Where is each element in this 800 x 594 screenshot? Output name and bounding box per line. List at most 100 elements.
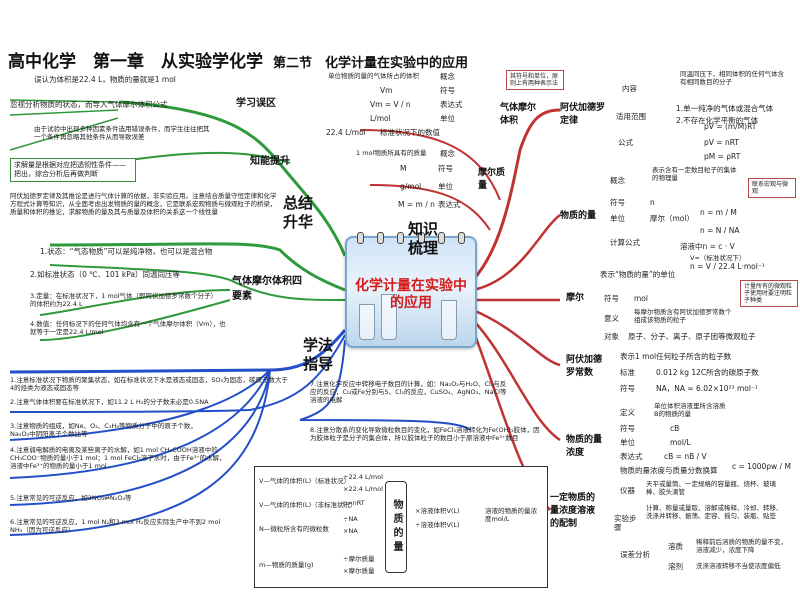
review-item-3: 由于试验中出现多种因素条件选用错误条件，而学生往往把其一个条件再忽略其他条件从而… [34, 125, 210, 141]
amount-node: 物质的量 [560, 211, 597, 221]
page-title: 高中化学 第一章 从实验学化学第二节 化学计量在实验中的应用 [8, 47, 468, 72]
sd-op-7: ×摩尔质量 [343, 567, 375, 575]
conc-unit: mol/L [670, 438, 691, 447]
vm-label-symbol: 符号 [440, 86, 455, 95]
amount-tag: 联系宏观与微观 [748, 178, 796, 198]
branch-knowledge: 知识梳理 [408, 220, 439, 257]
branch-ability: 知能提升 [250, 156, 290, 167]
conc-def: 单位体积溶液里所含溶质B的物质的量 [654, 402, 726, 418]
al-scope-2: 2.不存在化学平衡的气体 [676, 116, 759, 125]
conc-relation-formula: c = 1000ρw / M [732, 462, 791, 471]
avogadro-law-node: 阿伏加德罗定律 [560, 103, 606, 126]
amount-formula-2: n = N / NA [700, 226, 740, 235]
al-formula-2: pV = nRT [704, 138, 739, 147]
summary-diagram: V—气体的体积(L)（标准状况） V—气体的体积(L)（非标准状况） N—微粒所… [254, 466, 548, 588]
center-topic-card: 化学计量在实验中的应用 [345, 232, 477, 348]
beaker-illustration [381, 294, 397, 340]
amount-concept: 表示含有一定数目粒子的集体的物理量 [652, 166, 737, 182]
gas-point-1: 1.状态：“气态物质”可以是纯净物，也可以是混合物 [40, 247, 213, 256]
sd-left-4: m—物质的质量(g) [259, 561, 314, 569]
review-item-2: 忽视分析物质的状态，而导入气体摩尔体积公式 [10, 100, 168, 109]
gas-point-2: 2.如标准状态（0 ℃、101 kPa）同温同压等 [30, 270, 181, 279]
prep-label-dilute: 溶质 [668, 542, 683, 551]
sd-op-1: ÷22.4 L/mol [343, 473, 383, 481]
sd-op-5: ×NA [343, 527, 358, 535]
mole-label-meaning: 意义 [604, 314, 619, 323]
ability-paragraph: 阿伏加德罗定律及其推论是进行气体计算的依据，非实验应用。注意结合质量守恒定律和化… [10, 192, 277, 216]
conc-label-def: 定义 [620, 408, 635, 417]
mole-symbol: mol [634, 294, 648, 303]
sd-op-3: p=nRT [343, 499, 365, 507]
vm-expr: Vm = V / n [370, 100, 411, 109]
al-formula-1: pV = (m/M)RT [704, 122, 757, 131]
conc-label-symbol: 符号 [620, 424, 635, 433]
na-symbol: NA，NA ≈ 6.02×10²³ mol⁻¹ [656, 384, 758, 393]
mole-meaning: 每摩尔物质含有阿伏加德罗常数个组成该物质的粒子 [634, 308, 732, 324]
method-item-7: 7.注意化学反应中转移电子数目的计算，如：Na₂O₂与H₂O、Cl₂与反应的反应… [310, 380, 507, 404]
sd-left-1: V—气体的体积(L)（标准状况） [259, 477, 351, 485]
conc-node: 物质的量浓度 [566, 435, 603, 458]
prep-instruments: 天平或量筒、一定规格的容量瓶、烧杯、玻璃棒、胶头滴管 [646, 480, 776, 496]
method-item-8: 8.注意分散系的变化导致微粒数目的变化，如FeCl₃溶液转化为Fe(OH)₃胶体… [310, 426, 540, 442]
amount-formula-4: n = V / 22.4 L·mol⁻¹ [690, 262, 765, 271]
sd-right: 溶液的物质的量浓度mol/L [485, 507, 537, 523]
al-label-formula: 公式 [618, 138, 633, 147]
vm-note: 其符号和单位，原则上有两种表示法 [506, 70, 564, 90]
vm-symbol: Vm [380, 86, 393, 95]
review-item-1: 误认为体积是22.4 L，物质的量就是1 mol [34, 75, 176, 84]
sd-rop-2: ÷溶液体积V(L) [415, 521, 460, 529]
center-topic: 化学计量在实验中的应用 [355, 278, 467, 311]
mm-expr: M = m / n [398, 200, 435, 209]
vm-label-std: 标准状况下的数值 [380, 128, 440, 137]
gas-point-3: 3.定量：在标准状况下，1 mol气体（即阿伏加德罗常数个分子）的体积约为22.… [30, 292, 218, 308]
mm-label-symbol: 符号 [438, 164, 453, 173]
method-item-4: 4.注意弱电解质的电离及某些离子的水解，如1 mol CH₃COOH溶液中的CH… [10, 446, 226, 470]
vm-label-unit: 单位 [440, 114, 455, 123]
branch-gas-points: 气体摩尔体积四要素 [232, 276, 302, 302]
mm-label-unit: 单位 [438, 182, 453, 191]
sd-left-3: N—微粒所含有的微粒数 [259, 525, 329, 533]
conc-label-expr: 表达式 [620, 452, 643, 461]
al-scope-1: 1.单一纯净的气体或混合气体 [676, 104, 774, 113]
mm-label-concept: 概念 [440, 149, 455, 158]
mole-object: 原子、分子、离子、原子团等微观粒子 [628, 332, 756, 341]
na-standard: 0.012 kg 12C所含的碳原子数 [656, 368, 759, 377]
chapter-title: 高中化学 第一章 从实验学化学 [8, 52, 263, 72]
amount-label-symbol: 符号 [610, 198, 625, 207]
amount-label-unit: 单位 [610, 214, 625, 223]
prep-dilute: 稀释前后溶质的物质的量不变，溶液减少，浓度下降 [696, 538, 787, 554]
al-label-content: 内容 [622, 84, 637, 93]
method-item-3: 3.注意物质的组成，如Ne、O₃、C₃H₈等物质分子中的原子个数，Na₂O₂中阴… [10, 422, 197, 438]
prep-mix: 洗涤溶液转移不当使浓度偏低 [696, 562, 781, 570]
prep-label-steps: 实验步骤 [614, 514, 637, 532]
vm-unit: L/mol [370, 114, 391, 123]
prep-label-instruments: 仪器 [620, 486, 635, 495]
gas-point-4: 4.数值：任何标况下的任何气体均含有一个气体摩尔体积（Vm），也就等于一定是22… [30, 320, 226, 336]
sd-op-4: ÷NA [343, 515, 358, 523]
mole-label-object: 对象 [604, 332, 619, 341]
mm-unit: g/mol [400, 182, 422, 191]
amount-formula-3: 溶液中n = c · V [680, 242, 735, 251]
na-label-symbol: 符号 [620, 384, 635, 393]
prep-steps: 计算、称量或量取、溶解或稀释、冷却、转移、洗涤并转移、振荡、定容、摇匀、装瓶、贴… [646, 504, 783, 520]
method-item-5: 5.注意常见的可逆反应，如2NO₂⇌N₂O₄等 [10, 494, 132, 502]
vm-concept: 单位物质的量的气体所占的体积 [328, 72, 419, 80]
mole-def: 表示“物质的量”的单位 [600, 270, 676, 279]
conc-expr: cB = nB / V [664, 452, 707, 461]
al-label-scope: 适用范围 [616, 112, 646, 121]
amount-label-formula: 计算公式 [610, 238, 640, 247]
amount-formula-note: V=（标准状况下） [690, 254, 746, 262]
vm-label-expr: 表达式 [440, 100, 463, 109]
mm-concept: 1 mol物质所具有的质量 [356, 149, 427, 157]
branch-review: 学习误区 [236, 98, 276, 109]
cylinder-illustration [441, 300, 457, 340]
section-title: 第二节 化学计量在实验中的应用 [273, 56, 469, 71]
amount-label-concept: 概念 [610, 176, 625, 185]
mm-symbol: M [400, 164, 407, 173]
sd-center: 物质的量 [385, 481, 407, 573]
al-content: 同温同压下，相同体积的任何气体含有相同数目的分子 [680, 70, 784, 86]
al-formula-3: pM = ρRT [704, 152, 741, 161]
sd-op-2: ×22.4 L/mol [343, 485, 383, 493]
ability-note: 求解量是根据对应把透彻性条件——把出，综合分析后再做判断 [10, 158, 136, 182]
